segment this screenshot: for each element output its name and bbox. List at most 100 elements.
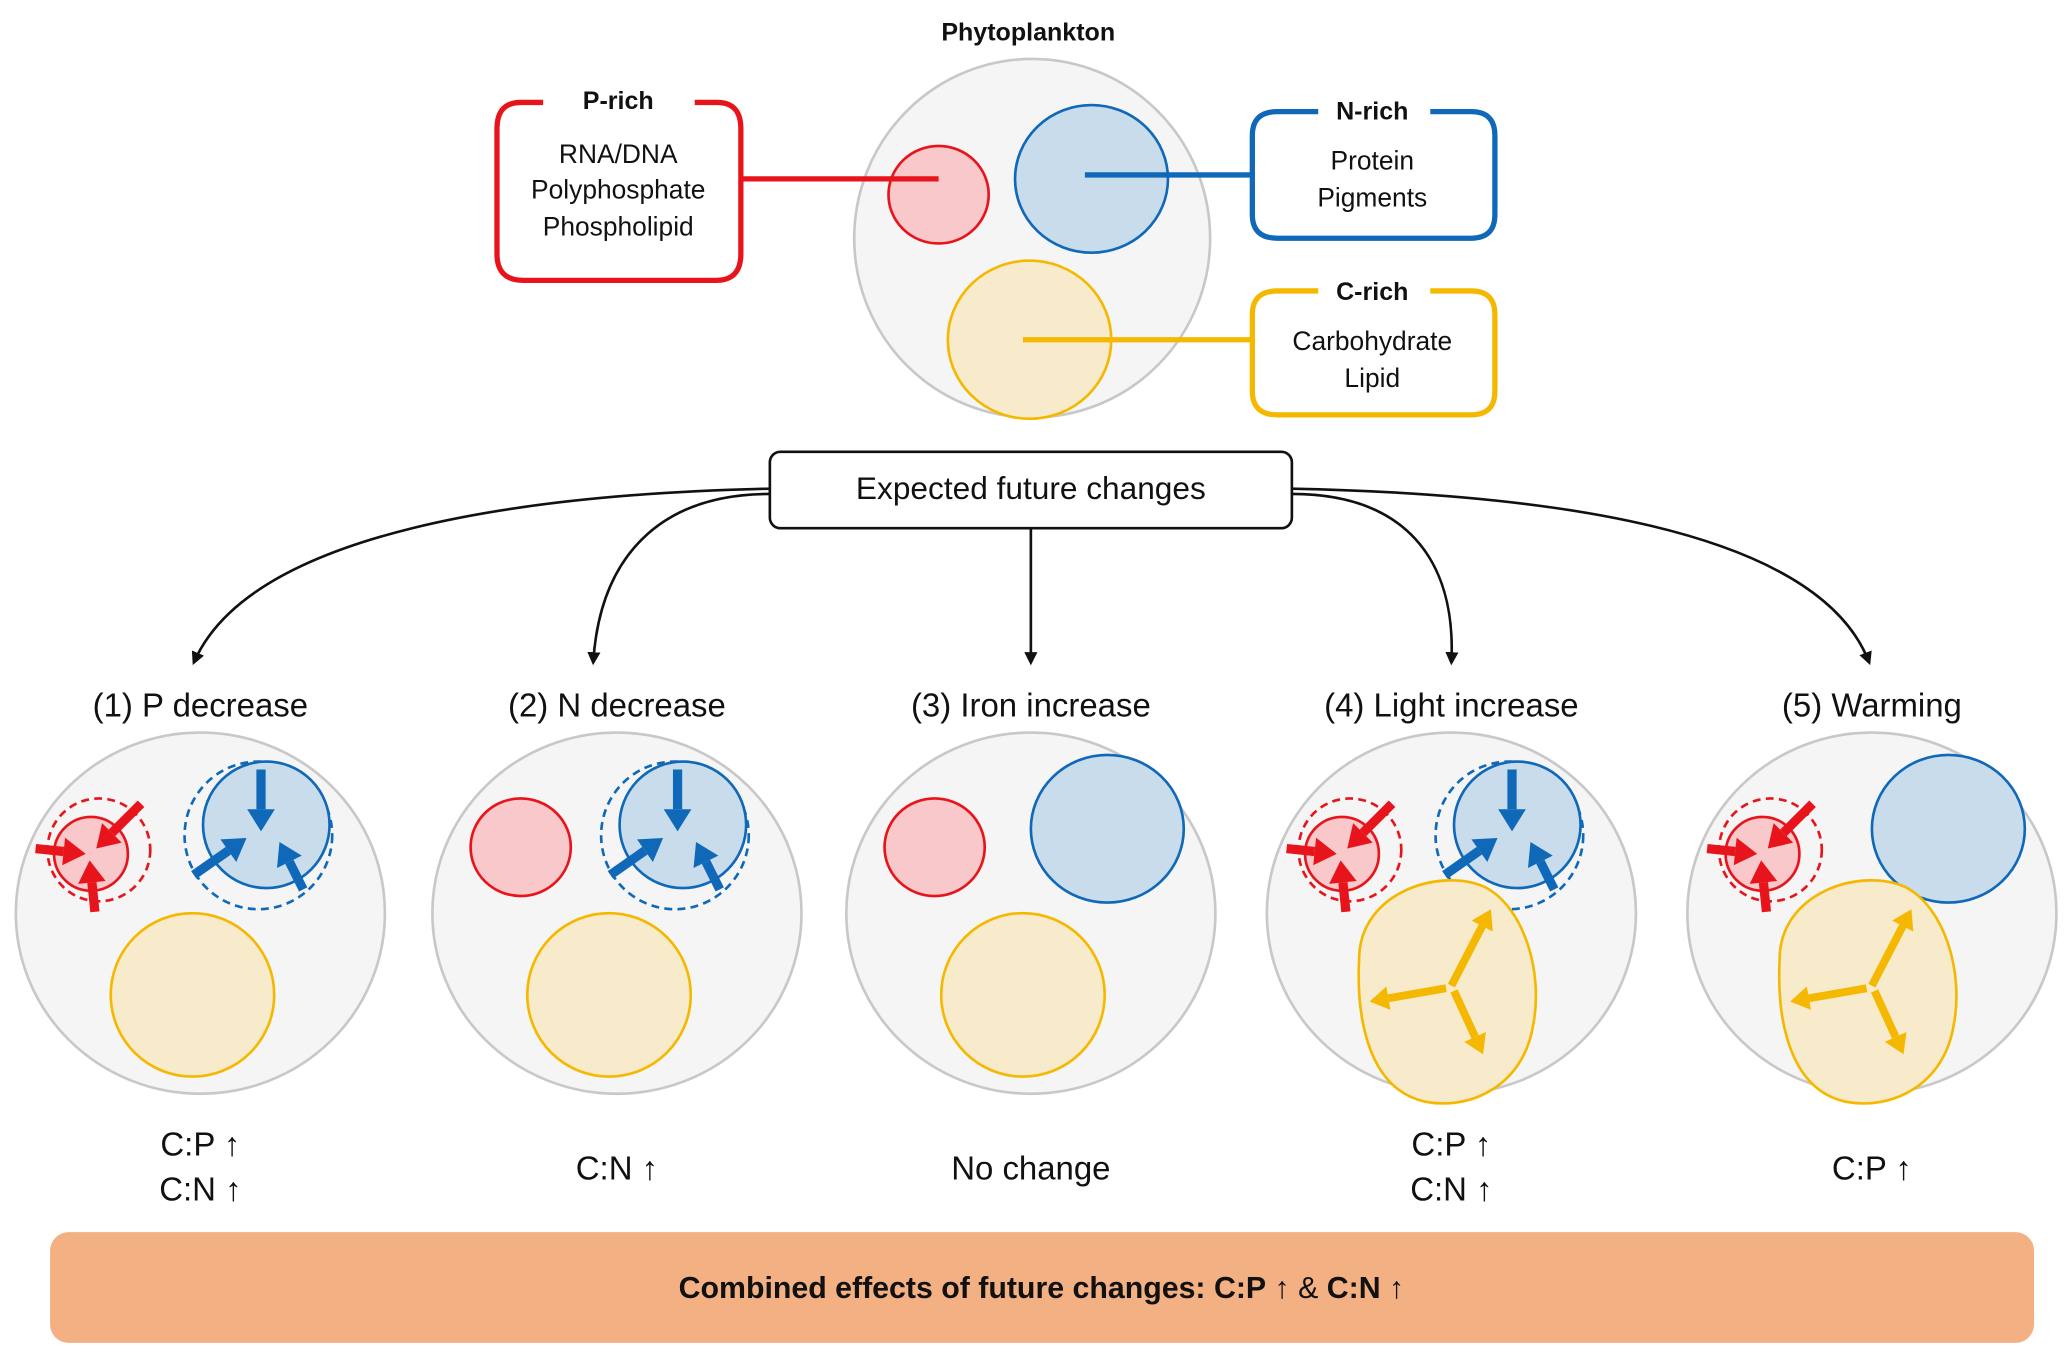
p-shrink-arrow-upright-head (96, 823, 122, 849)
c-pool (525, 911, 693, 1078)
n-shrink-arrow-right-shaft (701, 859, 724, 892)
c-expand-arrow-up-shaft (1447, 924, 1486, 988)
arrow-to-scenario-4 (1291, 492, 1459, 666)
p-shrink-arrow-bottom-shaft (87, 881, 100, 913)
scenario-label: (5) Warming (1782, 687, 1962, 724)
scenario-effect: C:N ↑ (1410, 1171, 1492, 1208)
c-expand-arrow-up-shaft (1868, 924, 1907, 988)
scenario-label: (1) P decrease (93, 687, 308, 724)
summary-amp: & (1298, 1272, 1327, 1305)
p-pool (883, 797, 987, 898)
n-shrink-arrow-left-head (1471, 838, 1498, 863)
p-rich-pool (887, 144, 990, 245)
p-shrink-arrow-bottom-shaft (1338, 881, 1351, 913)
n-pool (1029, 753, 1186, 904)
summary-prefix: Combined effects of future changes: (679, 1272, 1214, 1305)
scenario-effect: C:N ↑ (159, 1171, 241, 1208)
n-pool-shrunk (201, 760, 331, 890)
p-shrink-arrow-left-shaft (1286, 843, 1316, 857)
expected-changes-box: Expected future changes (768, 450, 1294, 530)
c-expand-arrow-left-shaft (1387, 984, 1447, 1003)
c-expand-arrow-left-shaft (1808, 984, 1868, 1003)
n-pool-shrunk (618, 760, 748, 890)
scenario-effect: C:P ↑ (160, 1126, 240, 1163)
p-rich-heading: P-rich (583, 87, 654, 115)
c-pool-expanded (1777, 879, 1958, 1105)
c-pool-expanded (1357, 879, 1538, 1105)
n-shrink-arrow-right-shaft (1536, 859, 1559, 892)
c-rich-heading: C-rich (1336, 278, 1408, 306)
p-shrink-arrow-bottom-head (1749, 860, 1778, 884)
n-shrink-arrow-left-shaft (191, 846, 232, 879)
arrow-to-scenario-5 (1291, 487, 1872, 666)
c-rich-box: C-rich Carbohydrate Lipid (1249, 278, 1498, 418)
n-shrink-arrow-left-head (220, 838, 247, 863)
diagram-title: Phytoplankton (941, 18, 1115, 46)
p-shrink-arrow-left-head (62, 837, 86, 866)
p-rich-line-3: Phospholipid (543, 212, 694, 242)
p-shrink-arrow-bottom-head (1329, 860, 1357, 884)
p-rich-box: P-rich RNA/DNA Polyphosphate Phospholipi… (494, 87, 744, 284)
scenario-label: (3) Iron increase (911, 687, 1151, 724)
n-shrink-arrow-left-shaft (1442, 846, 1483, 879)
summary-cn: C:N (1327, 1272, 1381, 1305)
p-pool (469, 797, 573, 898)
n-rich-heading: N-rich (1336, 98, 1408, 126)
hub-arrows (191, 487, 1872, 666)
p-shrink-arrow-left-shaft (1706, 843, 1736, 857)
scenario-label: (2) N decrease (508, 687, 726, 724)
p-shrink-arrow-upright-shaft (108, 800, 145, 837)
arrow-to-scenario-2 (587, 492, 770, 666)
n-shrink-arrow-left-head (636, 838, 664, 863)
arrow-to-scenario-1 (191, 487, 770, 666)
p-rich-line-1: RNA/DNA (559, 139, 678, 169)
n-shrink-arrow-top-head (663, 809, 692, 832)
p-shrink-arrow-upright-shaft (1359, 800, 1396, 837)
scenario-effect: C:P ↑ (1832, 1149, 1912, 1186)
n-pool (1870, 753, 2027, 904)
p-rich-line-2: Polyphosphate (531, 175, 705, 205)
p-shrink-arrow-left-head (1733, 837, 1758, 866)
n-shrink-arrow-top-head (1498, 809, 1526, 832)
p-shrink-arrow-upright-shaft (1780, 800, 1816, 837)
p-shrink-arrow-bottom-head (78, 860, 106, 884)
n-shrink-arrow-right-shaft (285, 859, 308, 892)
summary-cp: C:P (1214, 1272, 1266, 1305)
p-shrink-arrow-left-shaft (35, 843, 65, 857)
p-shrink-arrow-bottom-shaft (1758, 881, 1772, 913)
p-shrink-arrow-left-head (1313, 837, 1337, 866)
c-expand-arrow-left-head (1790, 986, 1811, 1010)
n-shrink-arrow-top-head (247, 809, 275, 832)
summary-arrow-2: ↑ (1381, 1272, 1405, 1305)
c-pool (109, 911, 276, 1078)
c-expand-arrow-left-head (1369, 986, 1391, 1010)
expected-changes-label: Expected future changes (856, 470, 1206, 506)
n-rich-pool (1013, 103, 1170, 255)
summary-arrow-1: ↑ (1266, 1272, 1298, 1305)
p-shrink-arrow-upright-head (1347, 823, 1373, 849)
n-shrink-arrow-right-head (1528, 841, 1553, 868)
c-pool (939, 911, 1107, 1078)
n-pool-shrunk (1452, 760, 1582, 890)
n-shrink-arrow-right-head (276, 841, 302, 868)
c-expand-arrow-down-head (1464, 1031, 1486, 1055)
n-shrink-arrow-left-shaft (607, 846, 648, 879)
summary-banner: Combined effects of future changes: C:P … (50, 1232, 2035, 1343)
n-rich-line-2: Pigments (1317, 183, 1427, 213)
scenario-effect: C:P ↑ (1411, 1126, 1491, 1163)
c-expand-arrow-down-shaft (1450, 989, 1479, 1039)
summary-text: Combined effects of future changes: C:P … (679, 1272, 1405, 1305)
phytoplankton-cell (852, 57, 1212, 421)
scenario-label: (4) Light increase (1324, 687, 1578, 724)
c-expand-arrow-up-head (1471, 909, 1493, 932)
c-expand-arrow-down-shaft (1870, 989, 1900, 1039)
p-shrink-arrow-upright-head (1767, 823, 1794, 849)
c-rich-line-2: Lipid (1344, 363, 1400, 393)
